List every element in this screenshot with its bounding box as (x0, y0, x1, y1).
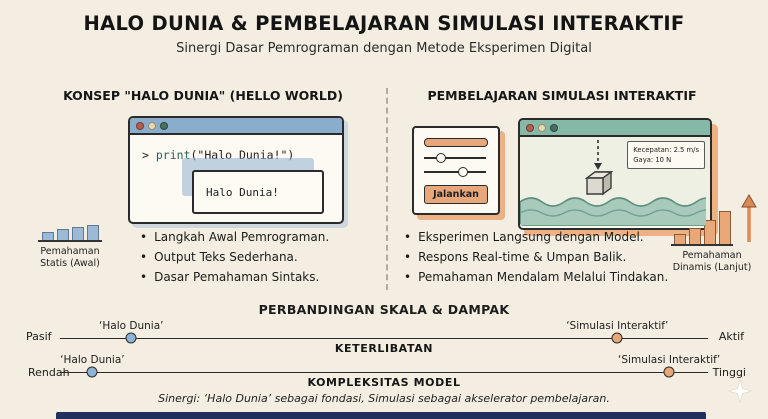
bullet-item: Langkah Awal Pemrograman. (140, 230, 329, 244)
scale-end-label: Rendah (28, 366, 70, 379)
simulation-canvas: Kecepatan: 2.5 m/s Gaya: 10 N (520, 137, 710, 226)
scale-point-dot (125, 332, 137, 344)
scale-row-kompleksitas: ‘Halo Dunia’ ‘Simulasi Interaktif’ KOMPL… (60, 354, 720, 390)
window-control-dot-icon (538, 123, 546, 132)
bullet-item: Output Teks Sederhana. (140, 250, 329, 264)
bar (71, 227, 84, 240)
left-section-heading: KONSEP "HALO DUNIA" (HELLO WORLD) (63, 88, 343, 103)
slider-knob[interactable] (458, 167, 469, 177)
window-control-dot-icon (148, 121, 156, 130)
axis-label: KETERLIBATAN (334, 342, 434, 355)
slider[interactable] (424, 153, 486, 163)
window-control-dot-icon (550, 123, 558, 132)
bar (718, 211, 731, 244)
cube-icon (584, 170, 614, 196)
readout-line: Kecepatan: 2.5 m/s (633, 146, 699, 154)
code-keyword: print (155, 148, 191, 162)
bar-group (671, 210, 733, 246)
readout-line: Gaya: 10 N (633, 156, 672, 165)
bar (86, 225, 99, 240)
bullet-item: Pemahaman Mendalam Melalui Tindakan. (404, 270, 668, 284)
page-subtitle: Sinergi Dasar Pemrograman dengan Metode … (176, 41, 592, 56)
sparkle-icon (728, 379, 752, 403)
scale-point-dot (611, 332, 623, 344)
chart-label: Pemahaman Dinamis (Lanjut) (672, 250, 752, 274)
axis-label: KOMPLEKSITAS MODEL (307, 376, 461, 389)
run-button[interactable]: Jalankan (424, 185, 488, 204)
scale-line (60, 338, 708, 339)
bar (688, 228, 701, 244)
bullet-item: Respons Real-time & Umpan Balik. (404, 250, 668, 264)
scale-end-label: Pasif (26, 330, 52, 343)
simulation-window: Kecepatan: 2.5 m/s Gaya: 10 N (518, 118, 712, 230)
bar (703, 220, 716, 244)
readout-box: Kecepatan: 2.5 m/s Gaya: 10 N (627, 141, 705, 170)
slider[interactable] (424, 138, 488, 147)
synergy-footer: Sinergi: ‘Halo Dunia’ sebagai fondasi, S… (158, 392, 610, 405)
scale-line (60, 372, 708, 373)
window-control-dot-icon (136, 121, 144, 130)
scale-point-label: ‘Halo Dunia’ (99, 320, 164, 332)
scale-point-dot (663, 366, 675, 378)
terminal-window: > print("Halo Dunia!") Halo Dunia! (128, 116, 344, 224)
output-text: Halo Dunia! (206, 185, 279, 199)
section-divider (386, 88, 388, 290)
scale-end-label: Aktif (718, 330, 744, 343)
simulation-window-header (520, 120, 710, 137)
scale-row-keterlibatan: ‘Halo Dunia’ ‘Simulasi Interaktif’ KETER… (60, 320, 708, 358)
water-waves-graphic (520, 197, 706, 226)
slider-knob[interactable] (436, 153, 447, 163)
bar-group (38, 222, 102, 242)
scale-point-label: ‘Halo Dunia’ (60, 354, 125, 366)
control-panel: Jalankan (412, 126, 500, 215)
dynamic-understanding-chart: Pemahaman Dinamis (Lanjut) (666, 194, 758, 275)
bar (673, 234, 686, 244)
scale-point-label: ‘Simulasi Interaktif’ (618, 354, 721, 366)
code-prompt: > (142, 148, 149, 162)
static-understanding-chart: Pemahaman Statis (Awal) (26, 222, 114, 271)
window-control-dot-icon (526, 123, 534, 132)
comparison-heading: PERBANDINGAN SKALA & DAMPAK (258, 302, 510, 317)
scale-point-label: ‘Simulasi Interaktif’ (566, 320, 669, 332)
bar (41, 232, 54, 240)
window-control-dot-icon (160, 121, 168, 130)
page-title: HALO DUNIA & PEMBELAJARAN SIMULASI INTER… (83, 12, 685, 35)
right-section-heading: PEMBELAJARAN SIMULASI INTERAKTIF (427, 88, 697, 103)
bullet-item: Dasar Pemahaman Sintaks. (140, 270, 329, 284)
bar (56, 229, 69, 240)
growth-arrow-icon (741, 194, 757, 242)
chart-label: Pemahaman Statis (Awal) (40, 246, 100, 270)
output-window: Halo Dunia! (192, 170, 324, 214)
bottom-bar (56, 412, 706, 419)
terminal-window-header (130, 118, 342, 135)
slider[interactable] (424, 167, 486, 177)
left-bullet-list: Langkah Awal Pemrograman. Output Teks Se… (140, 230, 329, 290)
drop-arrow-icon (594, 140, 602, 170)
bullet-item: Eksperimen Langsung dengan Model. (404, 230, 668, 244)
scale-end-label: Tinggi (712, 366, 746, 379)
right-bullet-list: Eksperimen Langsung dengan Model. Respon… (404, 230, 668, 290)
scale-point-dot (86, 366, 98, 378)
